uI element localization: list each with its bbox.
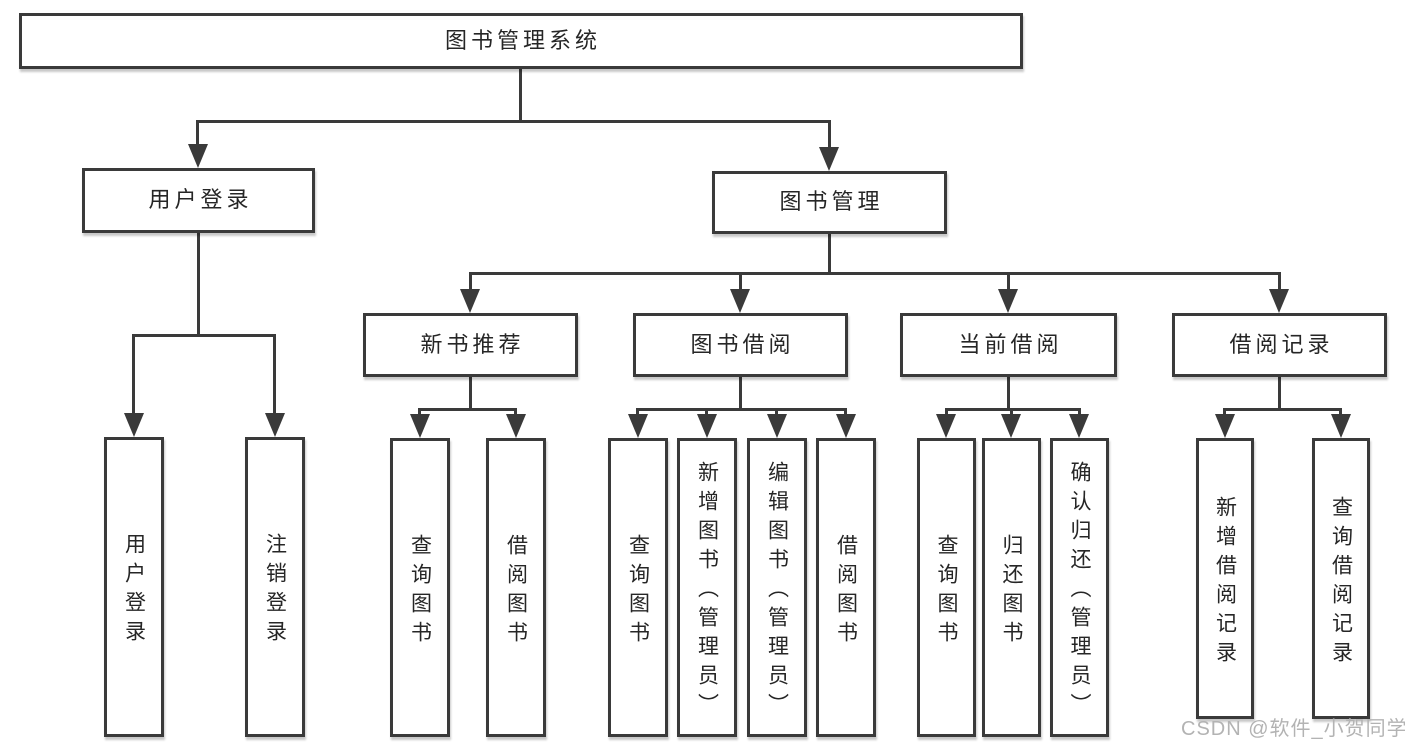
arrowhead <box>1215 414 1235 438</box>
arrowhead <box>506 414 526 438</box>
leaf-confirm-return-admin-label: 确认归还（管理员） <box>1068 461 1091 722</box>
leaf-add-borrow-record: 新增借阅记录 <box>1196 438 1254 719</box>
leaf-edit-book-admin-label: 编辑图书（管理员） <box>765 461 789 722</box>
leaf-confirm-return-admin: 确认归还（管理员） <box>1050 438 1109 737</box>
arrowhead <box>836 414 856 438</box>
node-book-management: 图书管理 <box>712 171 947 234</box>
arrowhead <box>936 414 956 438</box>
connector-stem <box>1278 272 1281 292</box>
connector-hline <box>469 272 1281 275</box>
arrowhead <box>628 414 648 438</box>
connector-stem <box>739 272 742 292</box>
leaf-query-book-2: 查询图书 <box>608 438 668 737</box>
arrowhead <box>460 289 480 313</box>
leaf-user-login: 用户登录 <box>104 437 164 737</box>
arrowhead <box>124 413 144 437</box>
connector-hline <box>133 334 276 337</box>
leaf-query-book-1-label: 查询图书 <box>408 533 432 650</box>
leaf-borrow-book-2-label: 借阅图书 <box>834 533 858 650</box>
connector-vline <box>1278 377 1281 410</box>
arrowhead <box>767 414 787 438</box>
leaf-edit-book-admin: 编辑图书（管理员） <box>747 438 807 737</box>
leaf-add-book-admin: 新增图书（管理员） <box>677 438 737 737</box>
connector-vline <box>469 377 472 410</box>
node-book-borrowing-label: 图书借阅 <box>690 331 795 357</box>
leaf-logout-label: 注销登录 <box>263 533 287 649</box>
arrowhead <box>998 289 1018 313</box>
leaf-return-book: 归还图书 <box>982 438 1041 737</box>
leaf-query-book-3-label: 查询图书 <box>935 533 958 650</box>
leaf-query-borrow-record-label: 查询借阅记录 <box>1329 495 1353 670</box>
connector-hline <box>945 408 1081 411</box>
connector-stem <box>196 120 199 148</box>
connector-stem <box>273 334 276 414</box>
node-book-borrowing: 图书借阅 <box>633 313 848 377</box>
node-borrowing-records-label: 借阅记录 <box>1229 331 1334 357</box>
leaf-add-book-admin-label: 新增图书（管理员） <box>695 461 719 722</box>
leaf-borrow-book-1: 借阅图书 <box>486 438 546 737</box>
node-book-management-label: 图书管理 <box>779 189 884 215</box>
leaf-borrow-book-1-label: 借阅图书 <box>504 533 528 650</box>
node-current-borrowing: 当前借阅 <box>900 313 1117 377</box>
node-current-borrowing-label: 当前借阅 <box>958 331 1063 357</box>
arrowhead <box>819 147 839 171</box>
leaf-query-borrow-record: 查询借阅记录 <box>1312 438 1370 719</box>
leaf-user-login-label: 用户登录 <box>122 533 146 649</box>
leaf-query-book-1: 查询图书 <box>390 438 450 737</box>
leaf-add-borrow-record-label: 新增借阅记录 <box>1213 495 1237 670</box>
connector-vline <box>519 69 522 122</box>
node-user-login-label: 用户登录 <box>148 187 253 213</box>
csdn-watermark: CSDN @软件_小贺同学 <box>1181 718 1405 740</box>
connector-hline <box>197 120 830 123</box>
connector-stem <box>469 272 472 292</box>
connector-stem <box>132 334 135 414</box>
connector-hline <box>419 408 517 411</box>
connector-vline <box>1007 377 1010 410</box>
node-root: 图书管理系统 <box>19 13 1023 69</box>
arrowhead <box>265 413 285 437</box>
arrowhead <box>730 289 750 313</box>
connector-vline <box>828 234 831 274</box>
connector-stem <box>828 120 831 150</box>
leaf-borrow-book-2: 借阅图书 <box>816 438 876 737</box>
node-root-label: 图书管理系统 <box>444 27 601 53</box>
connector-hline <box>1224 408 1342 411</box>
arrowhead <box>1269 289 1289 313</box>
leaf-return-book-label: 归还图书 <box>1000 533 1023 650</box>
connector-vline <box>197 233 200 337</box>
node-new-book-recommend: 新书推荐 <box>363 313 578 377</box>
node-new-book-recommend-label: 新书推荐 <box>420 331 525 357</box>
node-borrowing-records: 借阅记录 <box>1172 313 1387 377</box>
arrowhead <box>1069 414 1089 438</box>
connector-hline <box>637 408 847 411</box>
arrowhead <box>697 414 717 438</box>
leaf-query-book-2-label: 查询图书 <box>626 533 650 650</box>
arrowhead <box>188 144 208 168</box>
arrowhead <box>1001 414 1021 438</box>
connector-vline <box>739 377 742 410</box>
leaf-query-book-3: 查询图书 <box>917 438 976 737</box>
node-user-login: 用户登录 <box>82 168 315 233</box>
arrowhead <box>410 414 430 438</box>
connector-stem <box>1007 272 1010 292</box>
leaf-logout: 注销登录 <box>245 437 305 737</box>
arrowhead <box>1331 414 1351 438</box>
